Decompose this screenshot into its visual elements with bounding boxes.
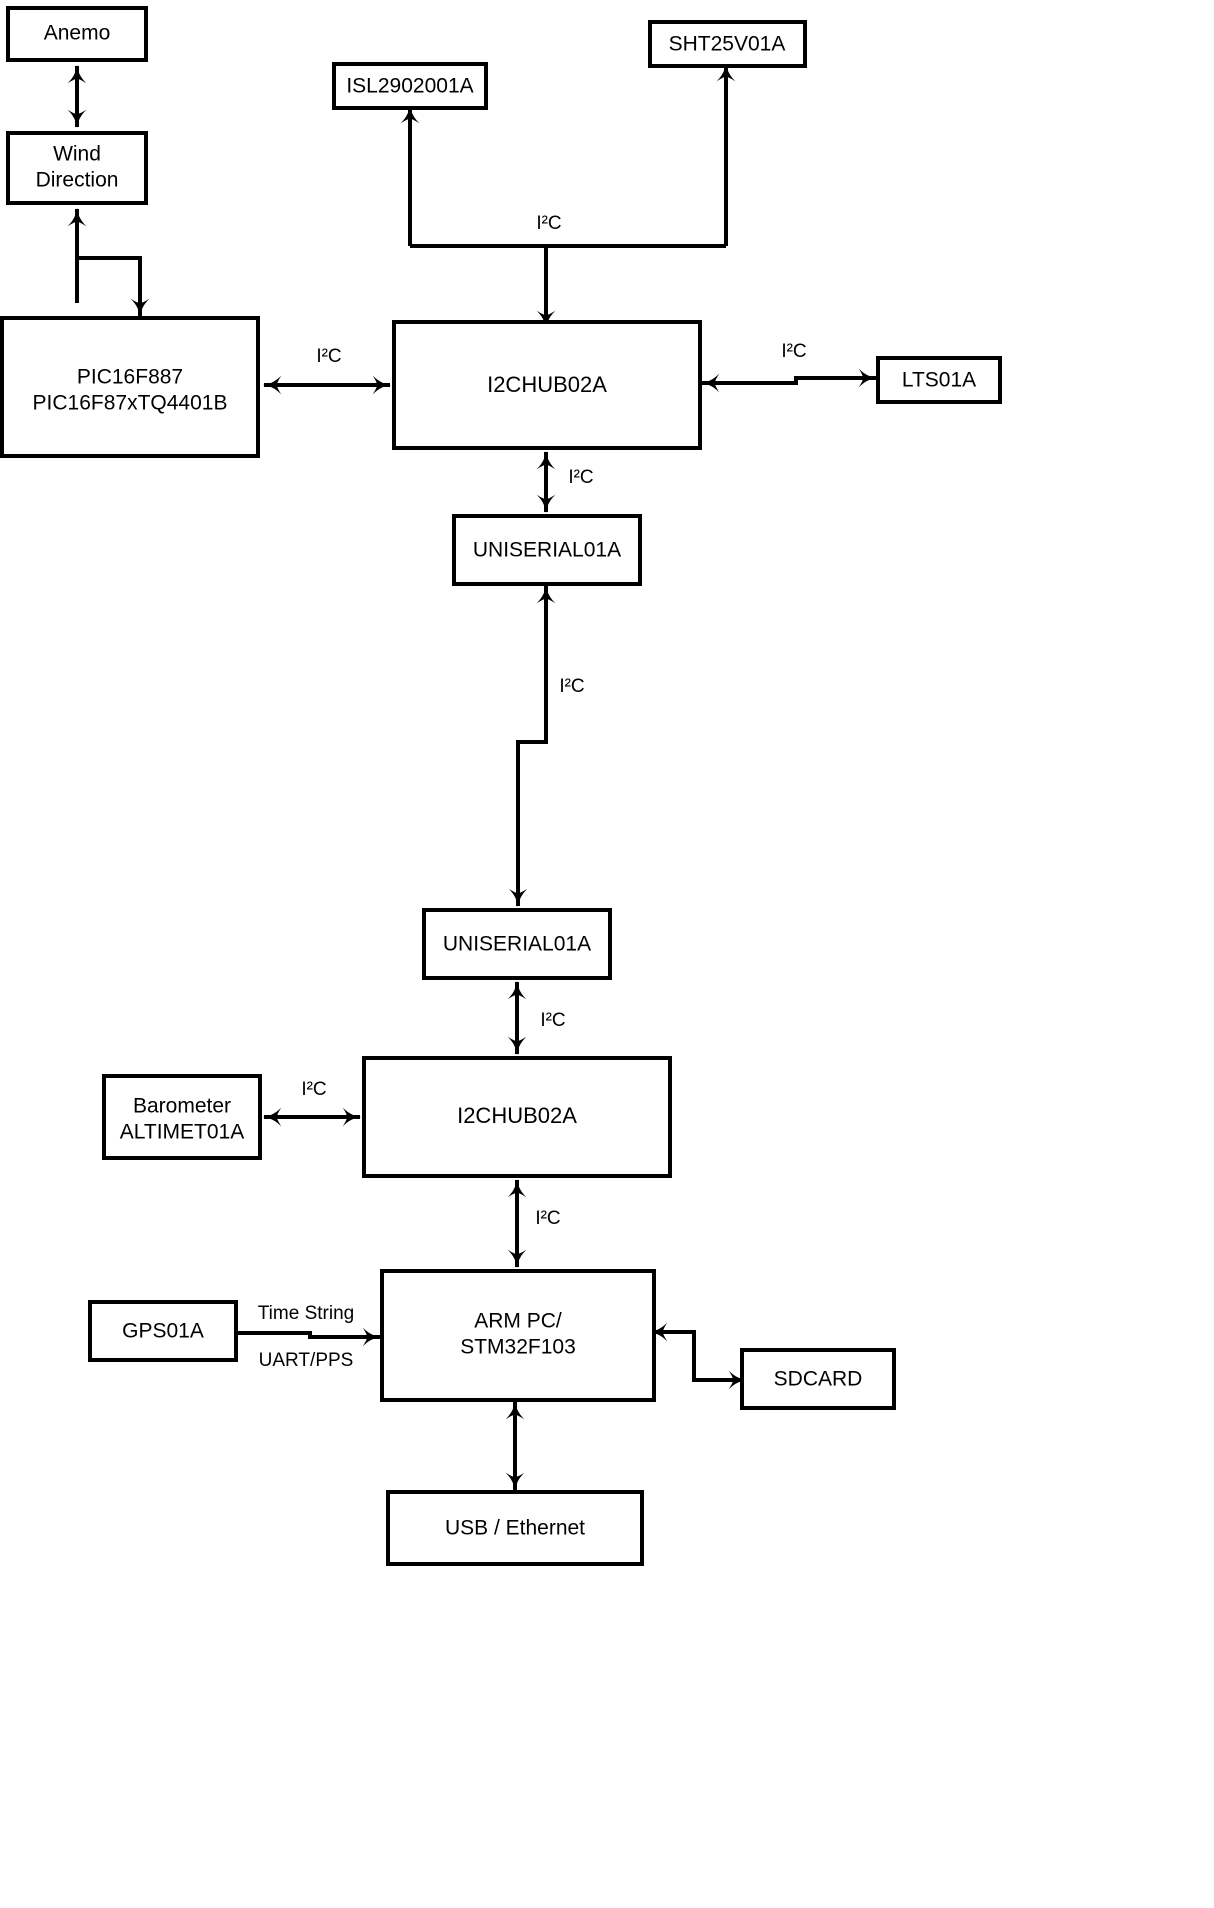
node-barometer-label-line1: Barometer [133, 1095, 231, 1118]
node-uniserial01a-top[interactable]: UNISERIAL01A [452, 514, 642, 586]
node-i2chub02a-top[interactable]: I2CHUB02A [392, 320, 702, 450]
node-isl2902001a[interactable]: ISL2902001A [332, 62, 488, 110]
node-wind-direction[interactable]: Wind Direction [6, 131, 148, 205]
edge-label-i2c-bus-top: I²C [536, 213, 561, 234]
edge-label-i2c-uniserial-hub2: I²C [540, 1010, 565, 1031]
node-i2chub02a-bottom-label: I2CHUB02A [457, 1103, 577, 1128]
node-uniserial01a-bottom[interactable]: UNISERIAL01A [422, 908, 612, 980]
node-sht25v01a[interactable]: SHT25V01A [648, 20, 807, 68]
node-anemo[interactable]: Anemo [6, 6, 148, 62]
edge-pic-winddirection [75, 256, 142, 303]
node-uniserial01a-top-label: UNISERIAL01A [473, 539, 621, 562]
edge-label-i2c-hub-uniserial: I²C [568, 467, 593, 488]
node-barometer-altimet01a[interactable]: Barometer ALTIMET01A [102, 1074, 262, 1160]
node-wind-direction-label-line1: Wind [53, 143, 101, 166]
edge-label-i2c-hub2-armpc: I²C [535, 1208, 560, 1229]
node-layer: Anemo Wind Direction PIC16F887 PIC16F87x… [0, 6, 1002, 1566]
edge-uni-uni-route [516, 600, 548, 890]
node-pic16f887[interactable]: PIC16F887 PIC16F87xTQ4401B [0, 316, 260, 458]
node-usb-ethernet-label: USB / Ethernet [445, 1517, 585, 1540]
node-isl2902001a-label: ISL2902001A [346, 75, 473, 98]
node-gps01a-label: GPS01A [122, 1320, 204, 1343]
node-lts01a[interactable]: LTS01A [876, 356, 1002, 404]
node-arm-pc-label-line1: ARM PC/ [474, 1310, 562, 1333]
edge-label-i2c-pic-hub: I²C [316, 346, 341, 367]
node-sdcard-label: SDCARD [774, 1368, 863, 1391]
node-barometer-label-line2: ALTIMET01A [120, 1121, 244, 1144]
node-pic16f887-label-line1: PIC16F887 [77, 366, 183, 389]
node-wind-direction-label-line2: Direction [36, 169, 119, 192]
edge-label-i2c-uniserial-uniserial: I²C [559, 676, 584, 697]
node-arm-pc-stm32f103[interactable]: ARM PC/ STM32F103 [380, 1269, 656, 1402]
node-lts01a-label: LTS01A [902, 369, 976, 392]
edge-label-layer: I²C I²C I²C I²C I²C I²C I²C I²C Time Str… [258, 213, 807, 1371]
node-uniserial01a-bottom-label: UNISERIAL01A [443, 933, 591, 956]
edge-layer [67, 62, 878, 1492]
node-gps01a[interactable]: GPS01A [88, 1300, 238, 1362]
node-sht25v01a-label: SHT25V01A [669, 33, 786, 56]
edge-label-i2c-hub-lts: I²C [781, 341, 806, 362]
node-i2chub02a-bottom[interactable]: I2CHUB02A [362, 1056, 672, 1178]
node-i2chub02a-top-label: I2CHUB02A [487, 372, 607, 397]
edge-arm-sdcard-route [670, 1330, 734, 1382]
node-pic16f887-label-line2: PIC16F87xTQ4401B [33, 392, 228, 415]
node-usb-ethernet[interactable]: USB / Ethernet [386, 1490, 644, 1566]
edge-label-i2c-barometer-hub2: I²C [301, 1079, 326, 1100]
edge-label-uart-pps: UART/PPS [259, 1350, 354, 1371]
edge-label-time-string: Time String [258, 1303, 354, 1324]
node-sdcard[interactable]: SDCARD [740, 1348, 896, 1410]
node-anemo-label: Anemo [44, 22, 111, 45]
node-arm-pc-label-line2: STM32F103 [460, 1336, 576, 1359]
